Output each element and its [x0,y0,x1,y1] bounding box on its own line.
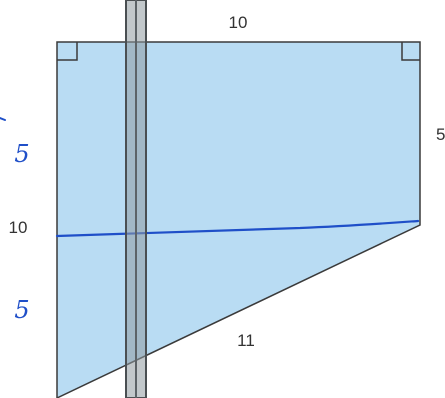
stray-pen-mark [0,117,6,121]
trapezoid-shape [56,41,421,398]
hand-drawn-midline [55,219,420,238]
label-top-side: 10 [229,13,248,32]
handwritten-lower-left-5: 5 [14,296,29,324]
handwritten-upper-left-5: 5 [14,140,29,168]
label-slant-side: 11 [237,331,255,350]
right-angle-marker-top-right [401,42,420,61]
label-right-side: 5 [436,125,445,144]
label-left-side: 10 [9,218,28,237]
right-angle-marker-top-left [57,42,78,61]
